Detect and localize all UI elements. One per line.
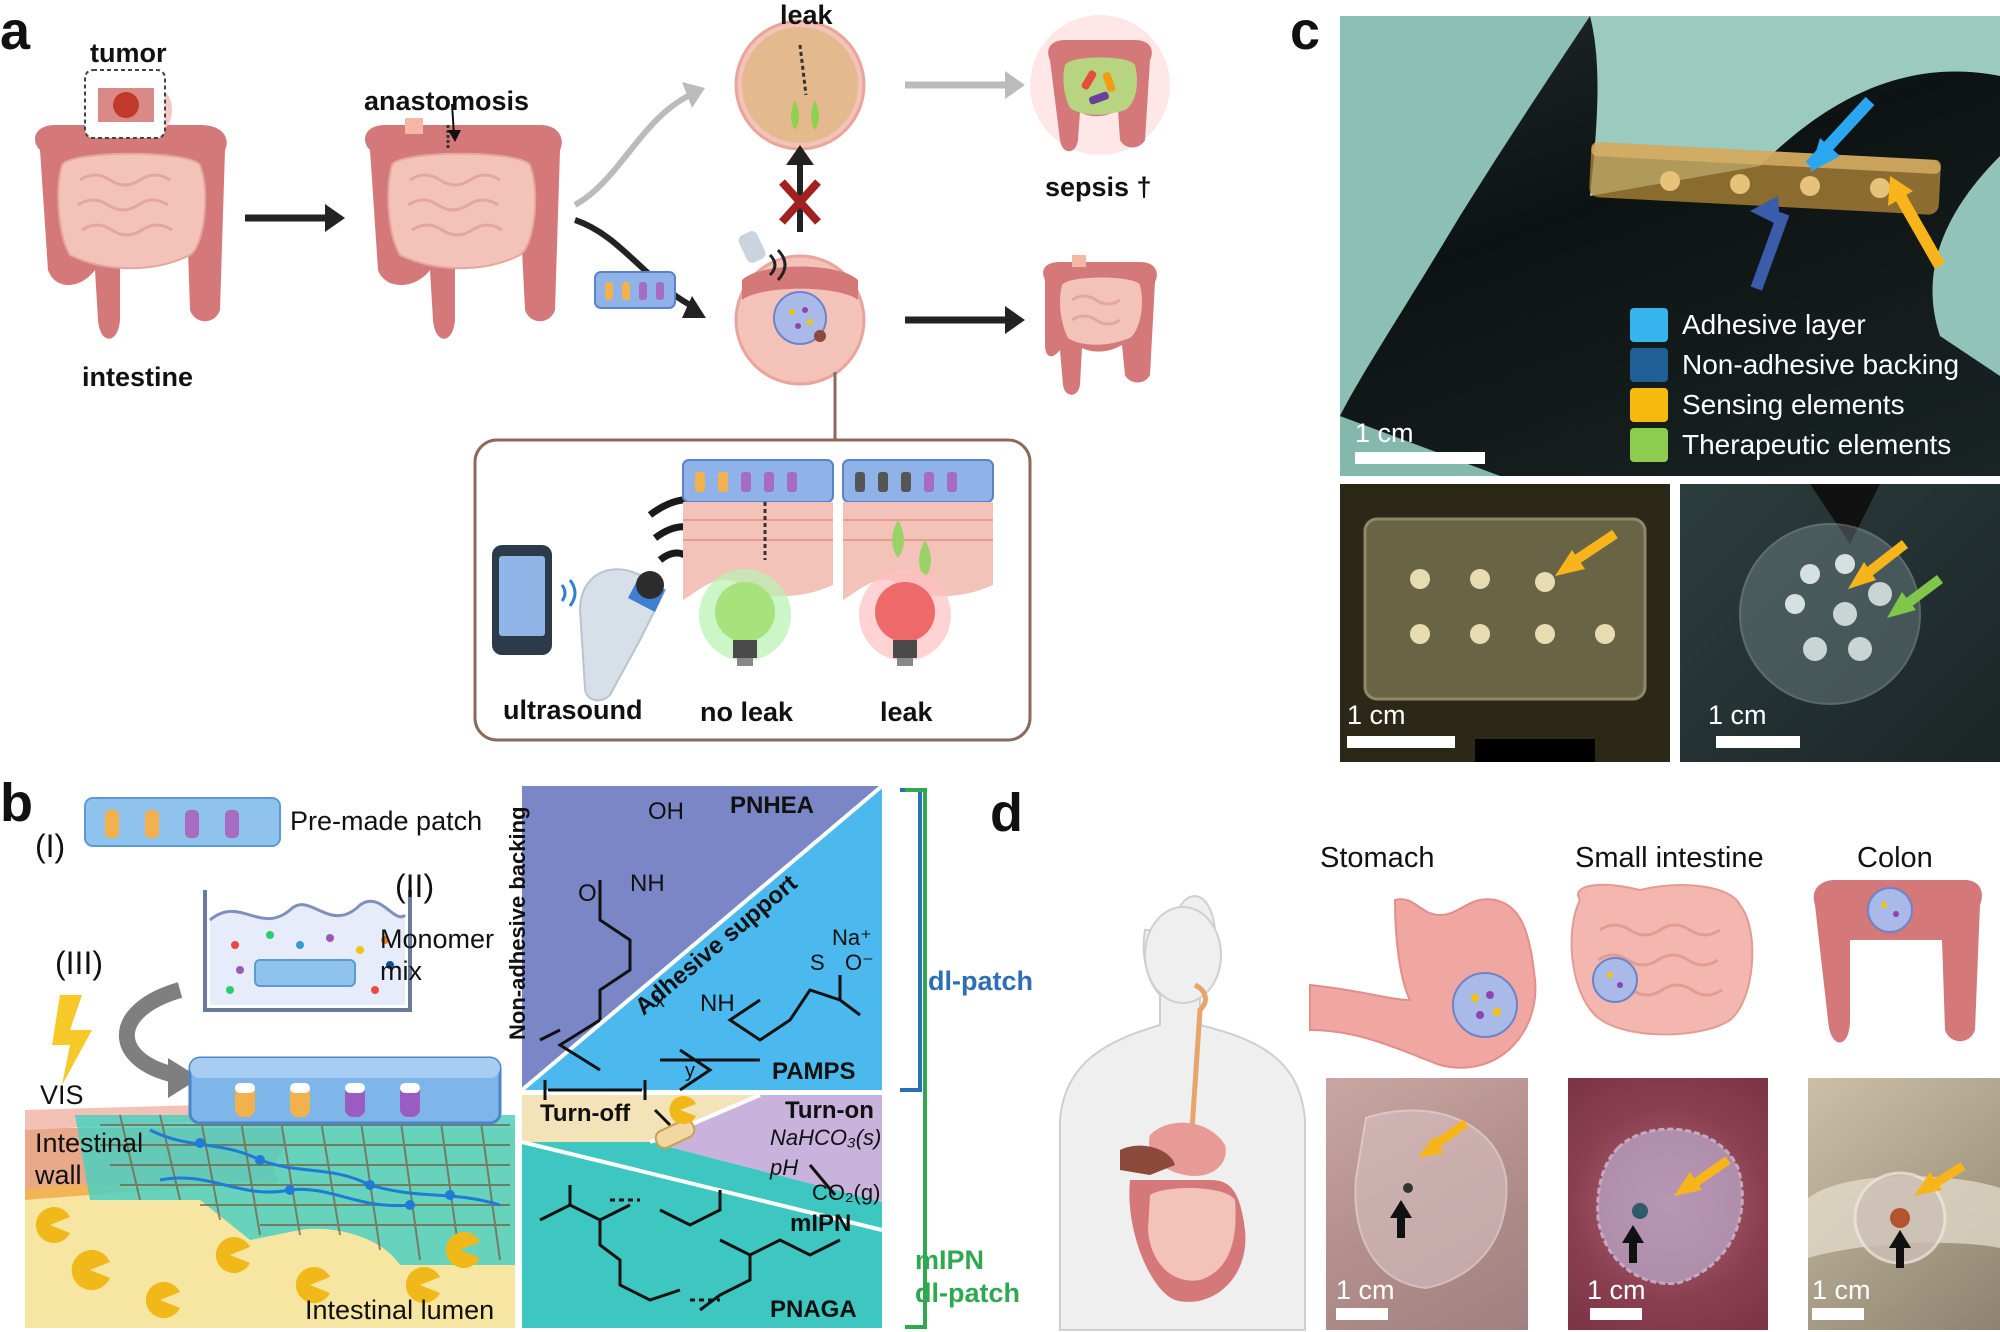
legend-swatch	[1630, 388, 1668, 422]
label-vis: VIS	[40, 1080, 84, 1110]
photo-small-intestine	[1568, 1078, 1768, 1330]
label-nh-2: NH	[700, 990, 735, 1017]
panel-letter-d: d	[990, 783, 1023, 843]
scale-label-d1: 1 cm	[1336, 1275, 1395, 1305]
label-pre-made-patch: Pre-made patch	[290, 806, 483, 836]
small-intestine-patch	[1596, 1127, 1744, 1286]
colon-patch	[1808, 1162, 2000, 1268]
label-route-1: (I)	[35, 828, 66, 864]
intestine-with-tumor	[35, 90, 227, 339]
organ-label-colon: Colon	[1857, 842, 1933, 874]
label-o-1: O	[578, 880, 597, 907]
legend-swatch	[1630, 428, 1668, 462]
label-pamps: PAMPS	[772, 1058, 856, 1085]
label-sepsis: sepsis †	[1045, 172, 1152, 202]
panel-letter-a: a	[0, 1, 31, 61]
label-sub-x: x	[655, 990, 665, 1012]
label-na: Na⁺	[832, 925, 872, 950]
rectangular-patch	[1363, 517, 1647, 762]
scale-label-d3: 1 cm	[1812, 1275, 1871, 1305]
legend-swatch	[1630, 348, 1668, 382]
organ-label-stomach: Stomach	[1320, 842, 1435, 874]
legend-non-adhesive-backing: Non-adhesive backing	[1630, 348, 1959, 382]
label-monomer-2: mix	[380, 956, 422, 986]
label-mipn: mIPN	[790, 1210, 852, 1237]
label-oh: OH	[648, 798, 684, 825]
label-sub-y: y	[685, 1060, 695, 1082]
organ-label-small-intestine: Small intestine	[1575, 842, 1764, 874]
legend-swatch	[1630, 308, 1668, 342]
label-nh-1: NH	[630, 870, 665, 897]
label-intestine: intestine	[82, 362, 194, 392]
label-pnhea: PNHEA	[730, 792, 815, 819]
legend-label: Therapeutic elements	[1682, 429, 1952, 460]
label-intestinal-wall-1: Intestinal	[35, 1128, 144, 1158]
scale-label-left: 1 cm	[1347, 700, 1406, 730]
label-anastomosis: anastomosis	[364, 86, 530, 116]
legend-therapeutic-elements: Therapeutic elements	[1630, 428, 1951, 462]
legend-label: Sensing elements	[1682, 389, 1905, 420]
panel-letter-b: b	[0, 773, 33, 833]
scale-bar-right	[1716, 736, 1800, 748]
legend-sensing-elements: Sensing elements	[1630, 388, 1905, 422]
label-mipn-dl-1: mIPN	[915, 1245, 985, 1275]
label-mipn-dl-2: dl-patch	[915, 1278, 1020, 1308]
label-tumor: tumor	[90, 38, 167, 68]
scale-bar-d3	[1812, 1308, 1864, 1320]
label-ph: pH	[770, 1155, 799, 1180]
scale-label-main: 1 cm	[1355, 418, 1414, 448]
legend-label: Non-adhesive backing	[1682, 349, 1960, 380]
glove-and-patch	[1340, 16, 2000, 476]
label-co2: CO₂(g)	[812, 1180, 881, 1205]
legend-label: Adhesive layer	[1682, 309, 1866, 340]
label-monomer-1: Monomer	[380, 924, 495, 954]
photo-colon	[1808, 1078, 2000, 1330]
label-leak-top: leak	[780, 0, 833, 30]
label-nahco3: NaHCO₃(s)	[770, 1125, 882, 1150]
label-no-leak: no leak	[700, 697, 794, 727]
stomach-patch	[1354, 1109, 1508, 1290]
scale-bar-d2	[1590, 1308, 1642, 1320]
label-turn-off: Turn-off	[540, 1100, 631, 1127]
photo-rectangular-patch	[1340, 484, 1670, 762]
photo-round-patch	[1680, 484, 2000, 762]
label-ultrasound: ultrasound	[503, 695, 643, 725]
label-so3: O⁻	[845, 950, 874, 975]
scale-bar-main	[1355, 452, 1485, 464]
legend-adhesive-layer: Adhesive layer	[1630, 308, 1866, 342]
round-patch	[1739, 484, 1943, 705]
label-pnaga: PNAGA	[770, 1296, 857, 1323]
label-turn-on: Turn-on	[785, 1097, 874, 1124]
photo-patch-held	[1340, 16, 2000, 476]
photo-stomach	[1326, 1078, 1528, 1330]
scale-bar-left	[1347, 736, 1455, 748]
scale-bar-d1	[1336, 1308, 1388, 1320]
label-s: S	[810, 950, 825, 975]
label-intestinal-wall-2: wall	[35, 1160, 82, 1190]
label-dl-patch: dl-patch	[928, 966, 1033, 996]
scale-label-right: 1 cm	[1708, 700, 1767, 730]
label-intestinal-lumen: Intestinal lumen	[305, 1295, 495, 1325]
label-leak-bottom: leak	[880, 697, 933, 727]
label-route-2: (II)	[395, 868, 435, 904]
scale-label-d2: 1 cm	[1587, 1275, 1646, 1305]
intestine-anastomosis	[365, 118, 562, 339]
panel-letter-c: c	[1290, 1, 1321, 61]
label-route-3: (III)	[55, 945, 103, 981]
